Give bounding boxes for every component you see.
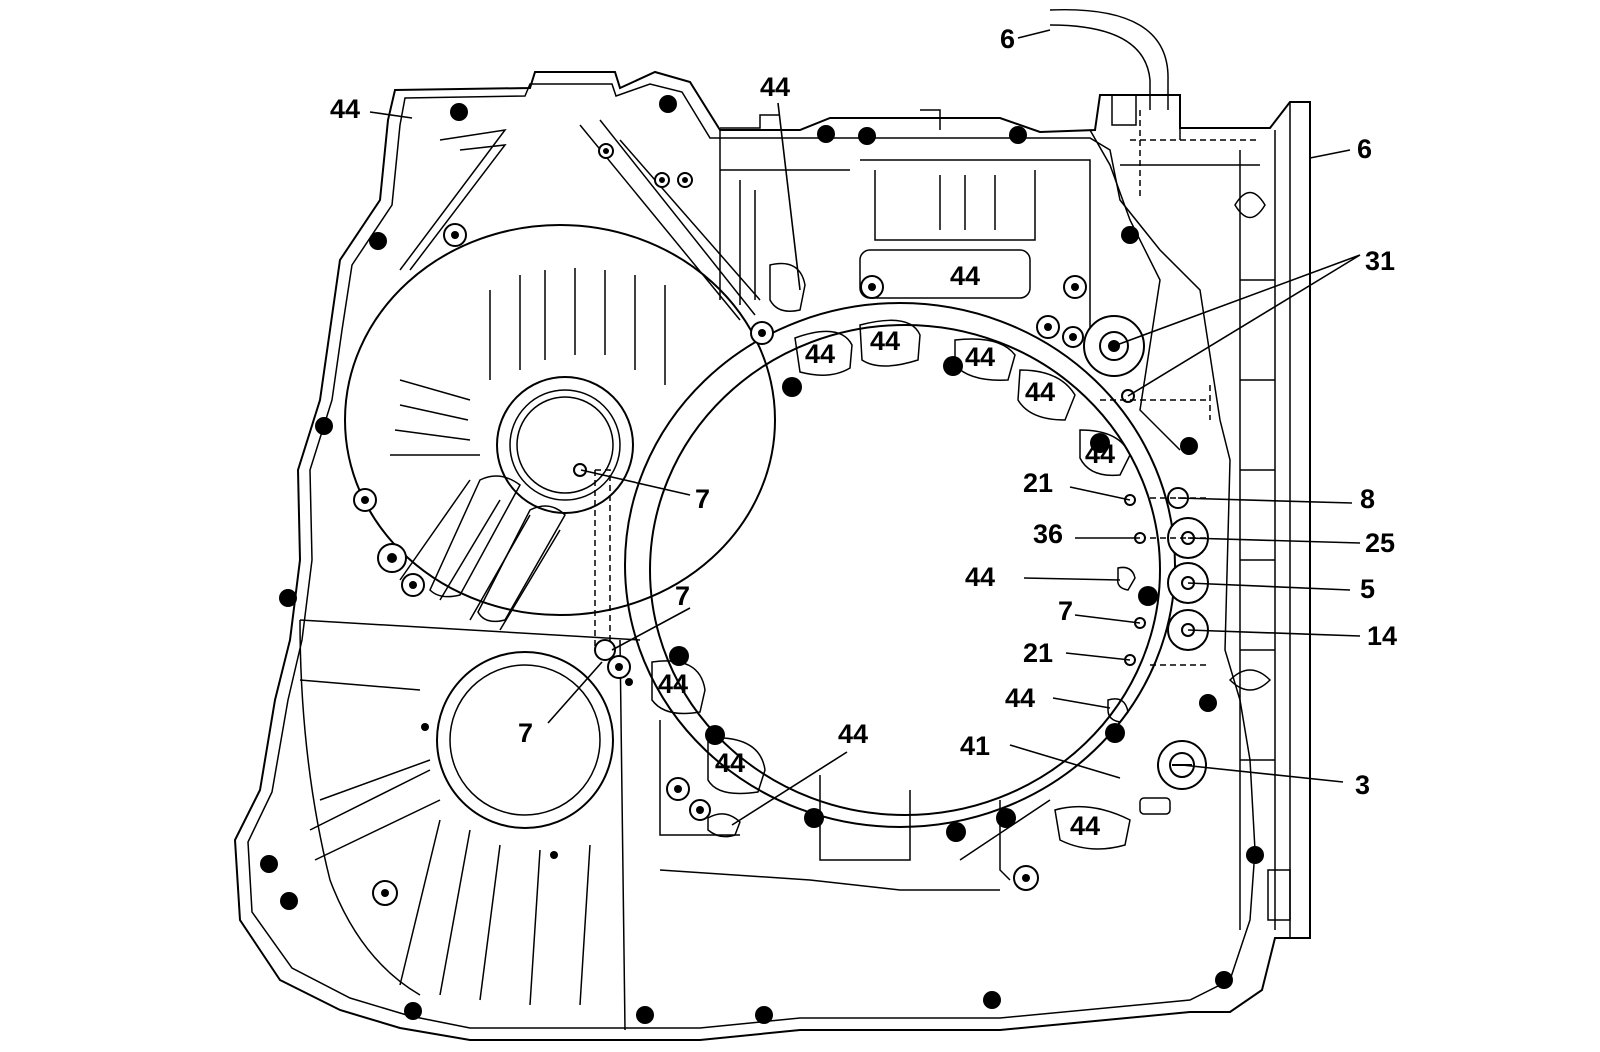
callout-44-top: 44	[760, 72, 790, 102]
upper-left-chamber	[344, 224, 776, 650]
bolt	[1199, 694, 1217, 712]
inline-44-box: 44	[950, 261, 980, 291]
bolt	[782, 377, 802, 397]
bolt	[1121, 226, 1139, 244]
bolt	[996, 808, 1016, 828]
bolt	[858, 127, 876, 145]
bolt	[260, 855, 278, 873]
callout-7-upper: 7	[695, 484, 710, 514]
bolt	[1105, 723, 1125, 743]
bolt	[280, 892, 298, 910]
leader-lines	[369, 29, 1361, 826]
bolt	[943, 356, 963, 376]
bolt	[669, 646, 689, 666]
callout-44-bottom: 44	[838, 719, 868, 749]
lower-left-chamber	[299, 619, 641, 1031]
inline-44-lowbox: 44	[1070, 811, 1100, 841]
callout-labels: 44 44 6 6 31 7 7 7 21 8 36 25 44 5 7 14 …	[330, 24, 1397, 800]
callout-7-mid: 7	[675, 581, 690, 611]
bolt	[315, 417, 333, 435]
callout-3: 3	[1355, 770, 1370, 800]
inline-44-left2: 44	[715, 748, 745, 778]
studs	[353, 143, 1087, 906]
callout-36: 36	[1033, 519, 1063, 549]
inline-labels: 44 44 44 44 44 44 44 44 44	[658, 261, 1115, 841]
right-ports	[573, 139, 1260, 815]
bolt	[817, 125, 835, 143]
central-bore	[624, 302, 1176, 891]
bolt	[946, 822, 966, 842]
callout-31: 31	[1365, 246, 1395, 276]
bolt	[983, 991, 1001, 1009]
inline-44-left1: 44	[658, 669, 688, 699]
callout-6-right: 6	[1357, 134, 1372, 164]
callout-25: 25	[1365, 528, 1395, 558]
callout-21-b: 21	[1023, 638, 1053, 668]
callout-44-topleft: 44	[330, 94, 360, 124]
inline-44-ring2: 44	[870, 326, 900, 356]
ring-pockets	[651, 262, 1136, 850]
bolt	[279, 589, 297, 607]
bolt	[659, 95, 677, 113]
callout-41: 41	[960, 731, 990, 761]
inline-44-ring3: 44	[965, 342, 995, 372]
callout-7-right: 7	[1058, 596, 1073, 626]
bolt-holes	[260, 95, 1264, 1024]
bolt	[1180, 437, 1198, 455]
bolt	[1009, 126, 1027, 144]
inline-44-ring1: 44	[805, 339, 835, 369]
bolt	[804, 808, 824, 828]
callout-5: 5	[1360, 574, 1375, 604]
bolt	[1215, 971, 1233, 989]
callout-44-right: 44	[965, 562, 995, 592]
callout-44-lowright: 44	[1005, 683, 1035, 713]
callout-6-top: 6	[1000, 24, 1015, 54]
bolt	[636, 1006, 654, 1024]
bolt	[1138, 586, 1158, 606]
bolt	[705, 725, 725, 745]
bolt	[755, 1006, 773, 1024]
bolt	[450, 103, 468, 121]
bolt	[404, 1002, 422, 1020]
bolt	[1090, 433, 1110, 453]
inline-44-ring5: 44	[1085, 439, 1115, 469]
inline-44-ring4: 44	[1025, 377, 1055, 407]
callout-21-a: 21	[1023, 468, 1053, 498]
bolt	[1246, 846, 1264, 864]
callout-8: 8	[1360, 484, 1375, 514]
callout-14: 14	[1367, 621, 1397, 651]
upper-frame	[719, 109, 1091, 330]
top-pipe	[1049, 8, 1169, 200]
callout-7-lower: 7	[518, 718, 533, 748]
bolt	[369, 232, 387, 250]
struts	[399, 119, 1181, 881]
